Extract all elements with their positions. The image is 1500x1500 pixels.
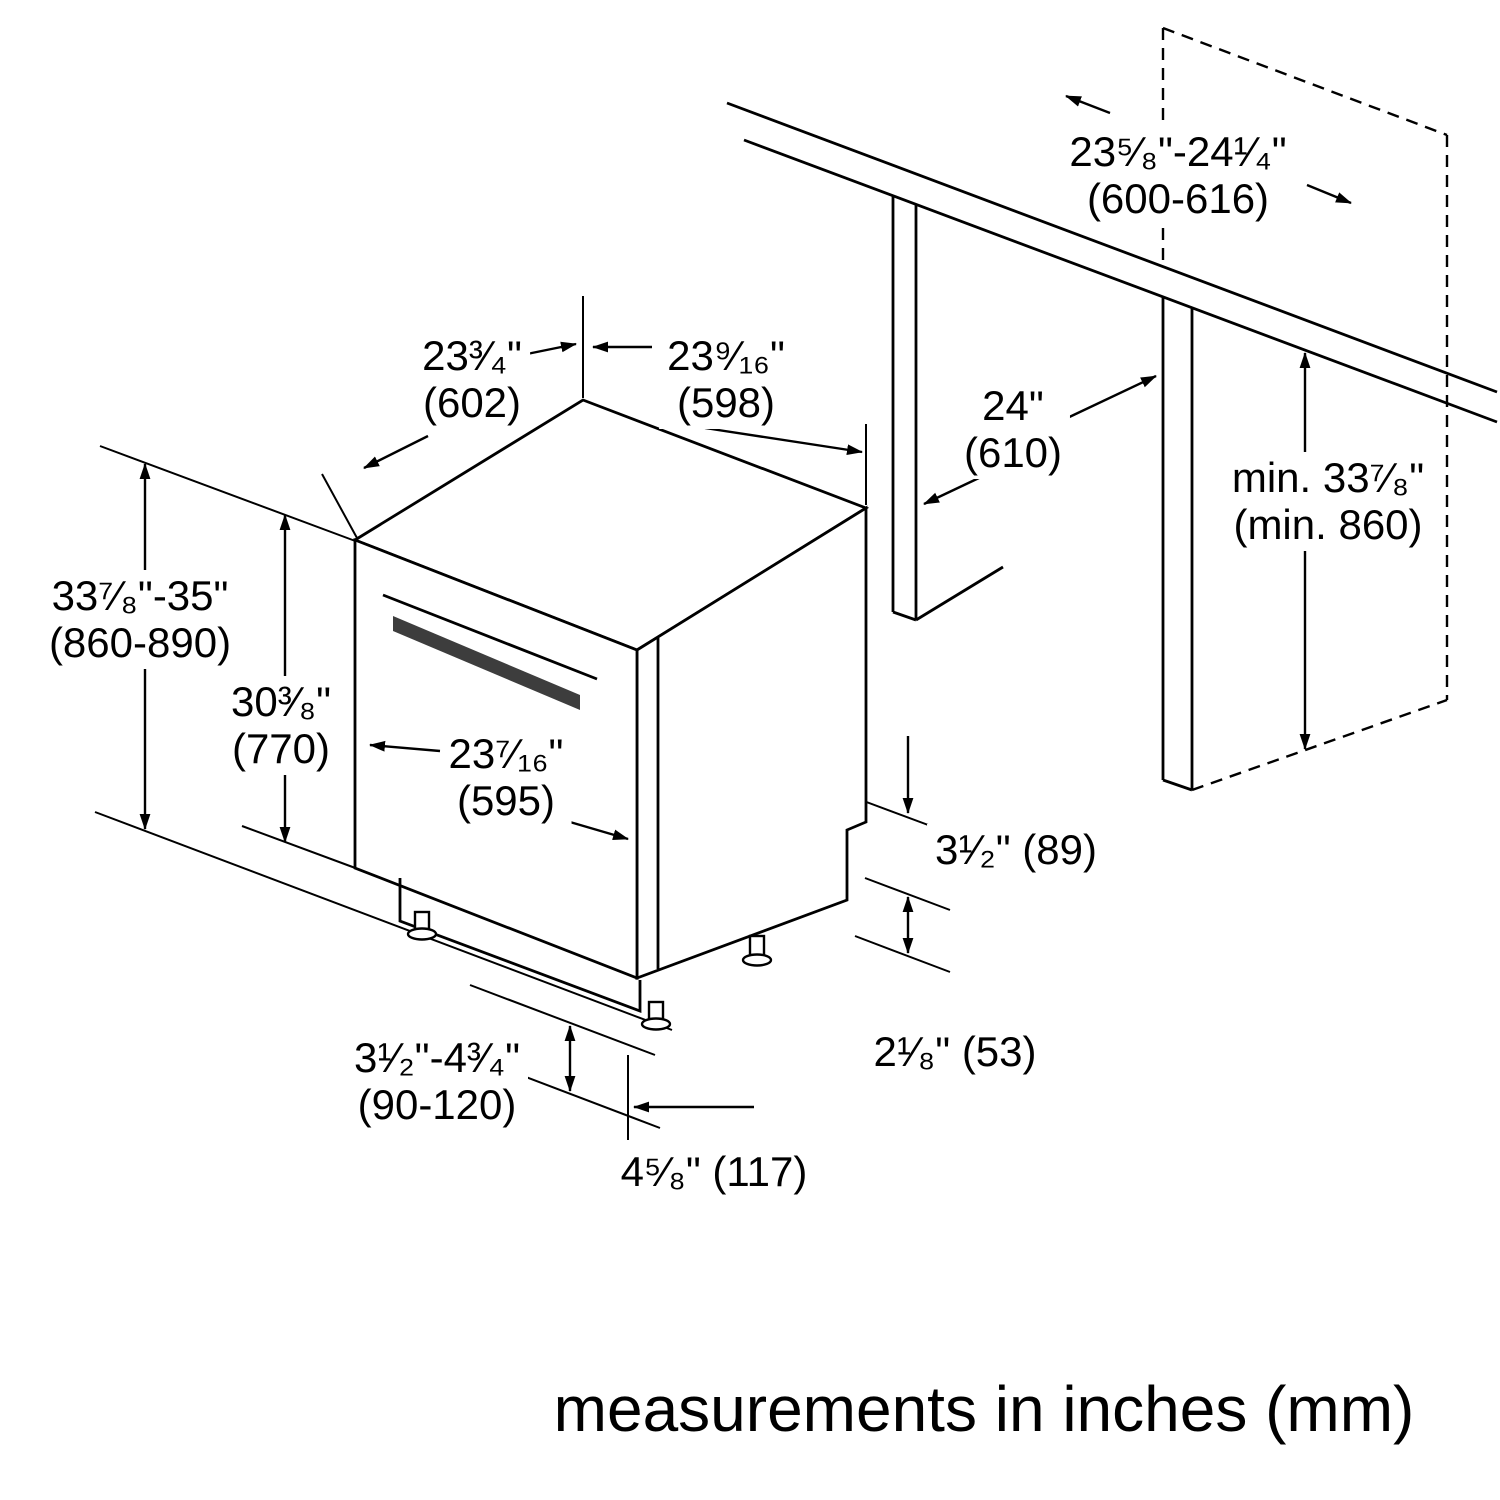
dishwasher-body — [351, 398, 870, 1014]
dim-top-width-inches: 23³⁄₄" — [422, 332, 522, 379]
dim-niche-height: min. 33⁷⁄₈" (min. 860) — [1223, 452, 1433, 551]
handle-bar — [393, 616, 580, 710]
dim-rear-clearance-value: 2¹⁄₈" (53) — [873, 1028, 1037, 1075]
dim-top-width: 23³⁄₄" (602) — [414, 330, 530, 429]
dim-door-height-mm: (770) — [231, 725, 331, 773]
dim-door-height: 30³⁄₈" (770) — [222, 676, 340, 775]
dim-toe-kick-depth-value: 4⁵⁄₈" (117) — [620, 1148, 808, 1195]
door-top-seam — [382, 593, 598, 681]
dim-toe-kick-height-value: 3¹⁄₂" (89) — [935, 826, 1097, 873]
dim-niche-width: 23⁵⁄₈"-24¹⁄₄" (600-616) — [1061, 126, 1295, 225]
dim-door-width-mm: (595) — [456, 777, 556, 825]
dim-niche-width-inches: 23⁵⁄₈"-24¹⁄₄" — [1069, 128, 1287, 175]
dim-niche-height-inches: min. 33⁷⁄₈" — [1231, 454, 1425, 501]
dim-counter-depth-mm: (610) — [963, 429, 1063, 477]
dim-door-width-inches: 23⁷⁄₁₆" — [448, 730, 564, 777]
dim-niche-height-mm: (min. 860) — [1233, 501, 1423, 549]
cabinet-side-panels — [891, 196, 1194, 792]
niche-dashed-outline — [1161, 26, 1449, 792]
dim-door-width: 23⁷⁄₁₆" (595) — [440, 728, 572, 827]
dim-overall-height: 33⁷⁄₈"-35" (860-890) — [40, 570, 240, 669]
dim-niche-width-mm: (600-616) — [1086, 175, 1270, 223]
dim-top-depth-mm: (598) — [676, 379, 776, 427]
leveling-feet — [406, 910, 773, 1031]
dim-counter-depth: 24" (610) — [955, 380, 1071, 479]
dim-counter-depth-inches: 24" — [982, 382, 1044, 429]
dim-leg-range-mm: (90-120) — [357, 1081, 517, 1129]
dim-top-depth-inches: 23⁹⁄₁₆" — [667, 332, 785, 379]
dim-overall-height-mm: (860-890) — [48, 619, 232, 667]
dim-top-depth: 23⁹⁄₁₆" (598) — [659, 330, 793, 429]
dim-toe-kick-height: 3¹⁄₂" (89) — [927, 824, 1105, 876]
dim-leg-range-inches: 3¹⁄₂"-4³⁄₄" — [354, 1034, 520, 1081]
dim-leg-range: 3¹⁄₂"-4³⁄₄" (90-120) — [346, 1032, 528, 1131]
dim-door-height-inches: 30³⁄₈" — [230, 678, 332, 725]
dim-rear-clearance: 2¹⁄₈" (53) — [865, 1026, 1045, 1078]
caption: measurements in inches (mm) — [553, 1373, 1415, 1445]
dim-toe-kick-depth: 4⁵⁄₈" (117) — [612, 1146, 816, 1198]
countertop — [726, 101, 1498, 424]
dim-top-width-mm: (602) — [422, 379, 522, 427]
dim-overall-height-inches: 33⁷⁄₈"-35" — [51, 572, 229, 619]
toe-kick-recess — [398, 878, 642, 1014]
